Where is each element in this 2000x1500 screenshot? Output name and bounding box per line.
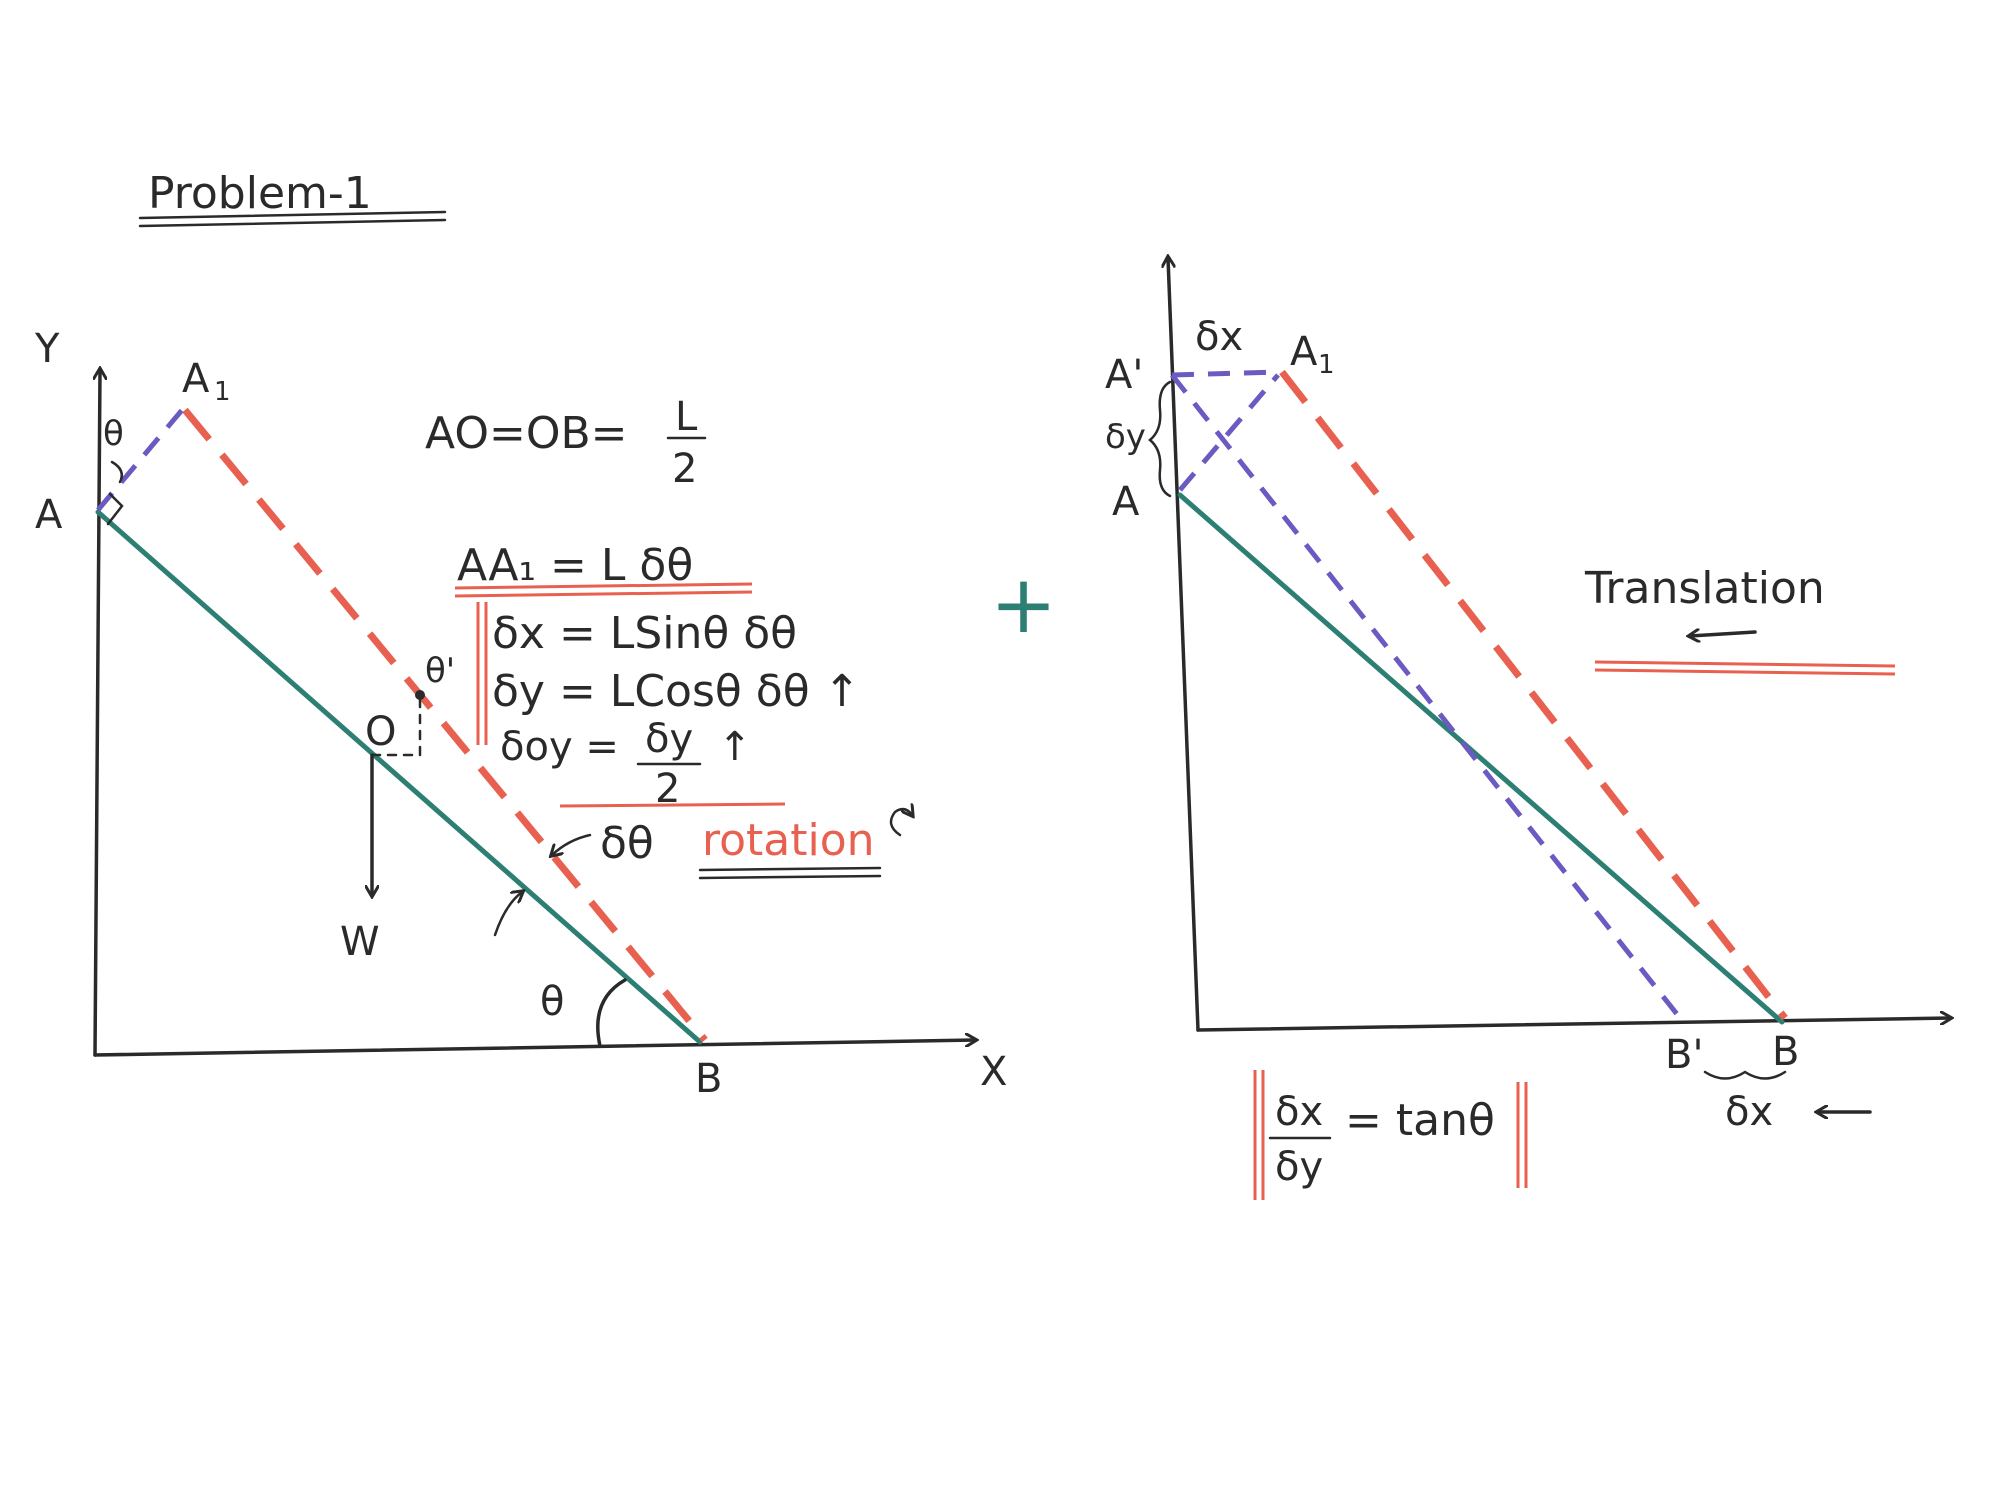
dx-equation: δx = LSinθ δθ [492, 608, 797, 659]
label-a1-right: A [1290, 329, 1318, 375]
dy-equation: δy = LCosθ δθ ↑ [492, 666, 860, 717]
translation-underline-2 [1594, 668, 1896, 676]
label-a: A [35, 492, 63, 538]
label-a1-subscript: 1 [214, 377, 231, 407]
label-weight: W [340, 919, 380, 965]
ratio-denominator: δy [1275, 1144, 1323, 1190]
doy-arrow: ↑ [718, 724, 752, 770]
doy-frac-num: δy [645, 716, 693, 762]
plus-sign: + [990, 558, 1057, 651]
theta-arc-top [110, 460, 123, 484]
aa1-underline-2 [454, 590, 753, 598]
rotated-bar-a1b [182, 407, 708, 1043]
rotation-label: rotation [702, 815, 875, 866]
dtheta-arrow [552, 833, 592, 855]
dtheta-label: δθ [600, 818, 654, 869]
label-b-right: B [1772, 1029, 1799, 1075]
label-theta-bottom: θ [540, 979, 564, 1025]
bar-ab-right [1177, 492, 1785, 1025]
label-dx-top: δx [1195, 314, 1243, 360]
translation-underline-1 [1594, 660, 1896, 668]
dy-brace [1148, 380, 1172, 498]
label-theta-top: θ [103, 414, 124, 454]
geometry-frac-num: L [675, 394, 698, 440]
doy-underline [559, 802, 786, 808]
right-y-axis [1168, 258, 1200, 1032]
right-diagram: A' A A 1 δx δy B' B δx Translation δx δy… [1105, 258, 1950, 1200]
rotation-underline-1 [698, 866, 882, 872]
ratio-rhs: = tanθ [1345, 1095, 1495, 1146]
segment-a-a1 [96, 408, 184, 512]
label-a1-right-subscript: 1 [1318, 350, 1335, 380]
segment-a-a1-right [1178, 373, 1280, 492]
title-underline-1 [138, 210, 447, 220]
dtheta-arrow-lower [493, 892, 522, 937]
label-a-right: A [1112, 479, 1140, 525]
theta-arc-bottom [596, 978, 627, 1048]
label-b: B [695, 1056, 722, 1102]
dx-brace-bottom [1703, 1070, 1787, 1080]
left-diagram: Y X A A 1 θ θ' O W θ B AO=OB= L [34, 326, 1007, 1102]
rotation-curl-arrow [889, 809, 912, 837]
label-a-prime: A' [1105, 352, 1143, 398]
aa1-equation: AA₁ = L δθ [457, 540, 693, 591]
geometry-equation: AO=OB= [425, 408, 628, 459]
left-x-axis [93, 1040, 975, 1057]
right-x-axis [1196, 1018, 1950, 1032]
doy-equation: δoy = [500, 724, 619, 770]
ratio-numerator: δx [1275, 1089, 1323, 1135]
o-to-theta-prime-dash [370, 693, 422, 757]
page-title: Problem-1 [148, 168, 372, 219]
left-y-axis [95, 370, 100, 1057]
bar-ab [95, 509, 703, 1045]
left-y-axis-label: Y [34, 326, 60, 372]
segment-a-prime-a1 [1171, 369, 1279, 378]
title-block: Problem-1 [138, 168, 447, 228]
aa1-underline-1 [454, 582, 753, 590]
label-dx-bottom: δx [1725, 1089, 1773, 1135]
translated-bar-a-prime-b-prime [1170, 373, 1682, 1020]
label-o: O [365, 709, 396, 755]
label-b-prime: B' [1665, 1032, 1703, 1078]
rotated-bar-a1b-right [1279, 369, 1788, 1021]
left-x-axis-label: X [980, 1049, 1007, 1095]
translation-arrow [1690, 632, 1757, 636]
geometry-frac-den: 2 [672, 446, 697, 492]
label-theta-prime: θ' [425, 651, 455, 691]
rotation-underline-2 [698, 874, 882, 880]
label-dy-side: δy [1105, 417, 1146, 457]
point-theta-prime [415, 690, 425, 700]
right-angle-mark-a [106, 492, 124, 526]
title-underline-2 [138, 218, 447, 228]
label-a1: A [182, 356, 210, 402]
translation-label: Translation [1584, 563, 1825, 614]
